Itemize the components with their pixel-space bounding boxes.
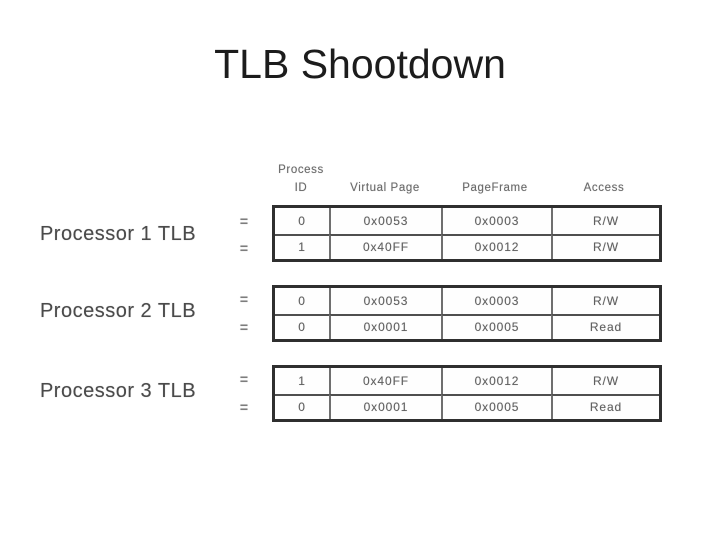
processor-2-label: Processor 2 TLB [39,300,197,322]
processor-1-label: Processor 1 TLB [39,223,197,245]
table-cell-virtual-page: 0x0053 [329,208,441,234]
column-header-id: ID [294,182,308,194]
equals-sign: = [239,240,249,256]
table-cell-page-frame: 0x0003 [441,208,551,234]
processor-3-tlb-table: 1 0x40FF 0x0012 R/W 0 0x0001 0x0005 Read [272,365,662,422]
equals-sign: = [239,291,249,307]
table-cell-access: R/W [551,208,659,234]
table-cell-virtual-page: 0x40FF [329,233,441,259]
equals-sign: = [239,399,249,415]
table-cell-process-id: 0 [298,213,306,228]
table-cell-access: R/W [551,233,659,259]
table-cell-process-id: 0 [298,293,306,308]
table-cell-process-id: 0 [275,393,329,420]
equals-sign: = [239,319,249,335]
table-cell-virtual-page: 0x0053 [329,288,441,314]
table-cell-virtual-page: 0x0001 [329,393,441,419]
equals-sign: = [239,371,249,387]
table-cell-process-id: 1 [275,233,329,260]
table-cell-virtual-page: 0x0001 [329,313,441,339]
table-cell-page-frame: 0x0005 [441,393,551,419]
column-header-page-frame: PageFrame [462,182,528,194]
processor-3-label: Processor 3 TLB [39,380,197,402]
table-cell-page-frame: 0x0003 [441,288,551,314]
slide-title: TLB Shootdown [214,41,506,87]
table-cell-virtual-page: 0x40FF [329,368,441,394]
table-cell-access: Read [551,393,659,419]
equals-sign: = [239,213,249,229]
table-cell-access: Read [551,313,659,339]
processor-1-tlb-table: 0 0x0053 0x0003 R/W 1 0x40FF 0x0012 R/W [272,205,662,262]
table-cell-process-id: 0 [275,313,329,340]
table-cell-access: R/W [551,288,659,314]
processor-2-tlb-table: 0 0x0053 0x0003 R/W 0 0x0001 0x0005 Read [272,285,662,342]
table-cell-process-id: 1 [298,373,306,388]
column-header-virtual-page: Virtual Page [350,182,420,194]
table-cell-access: R/W [551,368,659,394]
table-cell-page-frame: 0x0012 [441,368,551,394]
column-header-process: Process [278,164,324,176]
column-header-access: Access [583,182,625,194]
table-cell-page-frame: 0x0012 [441,233,551,259]
table-cell-page-frame: 0x0005 [441,313,551,339]
